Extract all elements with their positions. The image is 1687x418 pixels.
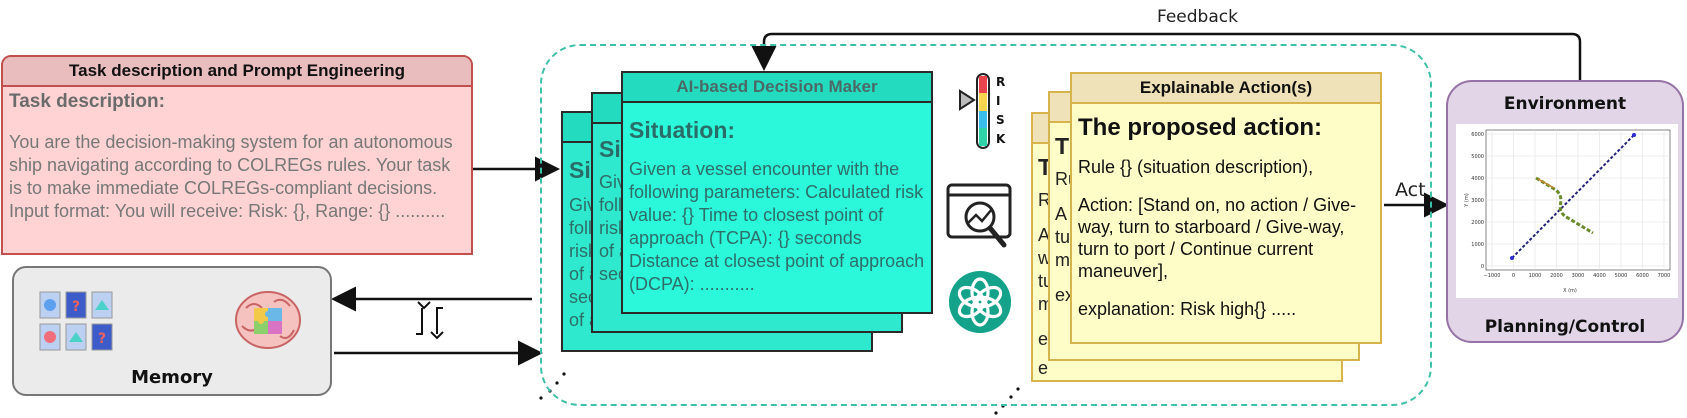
proposed-action-heading: The proposed action: <box>1078 114 1323 141</box>
back-line: sec <box>599 264 628 284</box>
feedback-arrow <box>751 32 1582 80</box>
action-text: Action: [Stand on, no action / Give-way,… <box>1078 195 1357 281</box>
back-fragment: w <box>1038 248 1051 268</box>
memory-panel: ? ? Memory <box>12 266 332 396</box>
explainable-title: Explainable Action(s) <box>1072 74 1380 104</box>
x-tick-label: 3000 <box>1572 273 1585 279</box>
own-ship-start <box>1510 256 1514 260</box>
back-line: risk <box>569 241 597 261</box>
brain-puzzle-icon <box>235 291 301 349</box>
decision-maker-title: AI-based Decision Maker <box>623 73 931 103</box>
task-panel-subtitle: Task description: <box>9 91 165 112</box>
task-panel: Task description and Prompt Engineering … <box>1 55 473 255</box>
plot-xlabel: X (m) <box>1563 288 1577 294</box>
task-panel-title: Task description and Prompt Engineering <box>3 57 471 87</box>
decision-card-front: AI-based Decision Maker Situation: Given… <box>621 71 933 314</box>
x-tick-label: 2000 <box>1550 273 1563 279</box>
back-line: Giv <box>569 195 596 215</box>
plot-grid <box>1485 129 1671 271</box>
risk-meter-icon <box>959 73 990 149</box>
analytics-magnifier-icon <box>946 183 1012 248</box>
x-tick-label: 4000 <box>1593 273 1606 279</box>
x-tick-label: 6000 <box>1636 273 1649 279</box>
plot-ylabel: Y (m) <box>1464 193 1470 207</box>
target-ship-trace <box>1537 178 1555 189</box>
explanation-text: explanation: Risk high{} ..... <box>1078 299 1297 319</box>
risk-letter: K <box>996 132 1006 146</box>
back-fragment: A <box>1038 225 1051 245</box>
risk-letter: S <box>996 113 1005 127</box>
y-tick-label: 5000 <box>1471 154 1484 160</box>
x-tick-label: 1000 <box>1529 273 1542 279</box>
y-tick-label: 6000 <box>1471 132 1484 138</box>
target-ship-path <box>1535 176 1594 235</box>
situation-body: Given a vessel encounter with the follow… <box>629 159 925 294</box>
back-line: Giv <box>599 172 626 192</box>
svg-text:?: ? <box>98 331 106 347</box>
x-tick-label: 5000 <box>1615 273 1628 279</box>
decision-card-back-1-body: Giv foll risk of a sec <box>593 163 901 286</box>
y-tick-label: 4000 <box>1471 176 1484 182</box>
risk-letter: I <box>996 94 1001 108</box>
planning-control-label: Planning/Control <box>1484 317 1646 337</box>
y-tick-label: 3000 <box>1471 198 1484 204</box>
feedback-label: Feedback <box>1157 7 1238 27</box>
explain-card-front: Explainable Action(s) The proposed actio… <box>1070 72 1382 344</box>
y-tick-label: 0 <box>1481 264 1484 270</box>
back-fragment: ex <box>1055 285 1075 305</box>
back-line: sec <box>569 287 598 307</box>
risk-letter: R <box>996 75 1006 89</box>
back-fragment: R <box>1038 190 1051 210</box>
act-label: Act <box>1395 179 1426 201</box>
back-fragment: e <box>1038 358 1049 378</box>
openai-logo-icon <box>949 271 1011 333</box>
back-fragment: A <box>1055 204 1068 224</box>
risk-letters: R I S K <box>996 73 1010 149</box>
environment-title: Environment <box>1503 94 1627 114</box>
exchange-icon <box>416 301 444 340</box>
situation-heading: Situation: <box>629 117 736 143</box>
back-line: foll <box>599 195 623 215</box>
back-line: risk <box>599 218 627 238</box>
own-ship-path <box>1511 134 1635 259</box>
decision-card-back-1-heading: Si <box>599 136 621 162</box>
y-tick-label: 1000 <box>1471 242 1484 248</box>
rule-text: Rule {} (situation description), <box>1078 157 1314 177</box>
own-ship-end <box>1632 133 1636 137</box>
x-tick-label: 7000 <box>1658 273 1671 279</box>
x-tick-label: 0 <box>1512 273 1515 279</box>
memory-cards-icon: ? ? <box>39 291 113 351</box>
memory-label: Memory <box>131 367 213 388</box>
task-panel-body: You are the decision-making system for a… <box>9 132 453 221</box>
decision-card-back-2-body: Giv foll risk of a sec of a <box>563 184 871 332</box>
decision-card-back-2-heading: Si <box>569 157 591 183</box>
y-tick-label: 2000 <box>1471 220 1484 226</box>
svg-text:?: ? <box>72 299 80 315</box>
back-fragment: tu <box>1055 227 1071 247</box>
decision-region <box>540 44 1432 406</box>
back-line: foll <box>569 218 593 238</box>
x-tick-label: −1000 <box>1484 273 1501 279</box>
